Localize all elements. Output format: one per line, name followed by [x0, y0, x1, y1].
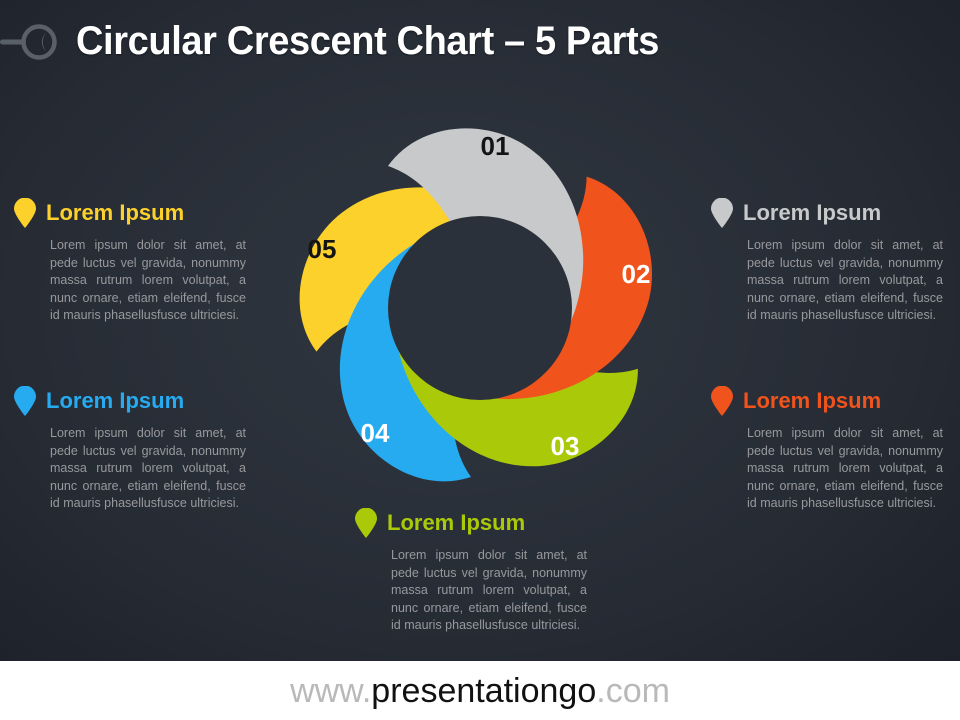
info-block-05-header: Lorem Ipsum — [355, 506, 587, 540]
segment-number-01: 01 — [481, 131, 510, 161]
info-block-02-body: Lorem ipsum dolor sit amet, at pede luct… — [747, 238, 943, 322]
crescent-numbers: 01 02 03 04 05 — [308, 131, 651, 461]
info-block-02[interactable]: Lorem Ipsum Lorem ipsum dolor sit amet, … — [711, 196, 943, 325]
watermark-suffix: .com — [596, 671, 670, 710]
info-block-05[interactable]: Lorem Ipsum Lorem ipsum dolor sit amet, … — [355, 506, 587, 635]
watermark-url[interactable]: www.presentationgo.com — [290, 672, 670, 710]
info-block-03-body: Lorem ipsum dolor sit amet, at pede luct… — [50, 426, 246, 510]
pin-marker-icon — [711, 198, 733, 228]
pin-marker-icon — [14, 386, 36, 416]
watermark-prefix: www. — [290, 671, 372, 710]
page-title: Circular Crescent Chart – 5 Parts — [76, 19, 660, 63]
info-block-03[interactable]: Lorem Ipsum Lorem ipsum dolor sit amet, … — [14, 384, 246, 513]
pin-marker-icon — [711, 386, 733, 416]
pin-marker-icon — [355, 508, 377, 538]
info-block-04-body: Lorem ipsum dolor sit amet, at pede luct… — [747, 426, 943, 510]
circular-crescent-diagram: 01 02 03 04 05 — [268, 96, 692, 520]
info-block-03-title: Lorem Ipsum — [46, 388, 185, 413]
segment-number-02: 02 — [622, 259, 651, 289]
ring-pin-icon — [0, 24, 57, 60]
info-block-02-title: Lorem Ipsum — [743, 200, 882, 225]
segment-number-05: 05 — [308, 234, 337, 264]
pin-marker-icon — [14, 198, 36, 228]
info-block-04-header: Lorem Ipsum — [711, 384, 943, 418]
info-block-01[interactable]: Lorem Ipsum Lorem ipsum dolor sit amet, … — [14, 196, 246, 325]
watermark-brand: presentationgo — [371, 671, 597, 710]
footer-bar: www.presentationgo.com — [0, 661, 960, 720]
slide-stage: Circular Crescent Chart – 5 Parts — [0, 0, 960, 661]
info-block-03-header: Lorem Ipsum — [14, 384, 246, 418]
info-block-01-body: Lorem ipsum dolor sit amet, at pede luct… — [50, 238, 246, 322]
info-block-05-title: Lorem Ipsum — [387, 510, 526, 535]
info-block-05-body: Lorem ipsum dolor sit amet, at pede luct… — [391, 548, 587, 632]
diagram-inner-hole — [388, 216, 572, 400]
segment-number-03: 03 — [551, 431, 580, 461]
info-block-04[interactable]: Lorem Ipsum Lorem ipsum dolor sit amet, … — [711, 384, 943, 513]
info-block-01-header: Lorem Ipsum — [14, 196, 246, 230]
info-block-02-header: Lorem Ipsum — [711, 196, 943, 230]
info-block-04-title: Lorem Ipsum — [743, 388, 882, 413]
segment-number-04: 04 — [361, 418, 390, 448]
info-block-01-title: Lorem Ipsum — [46, 200, 185, 225]
